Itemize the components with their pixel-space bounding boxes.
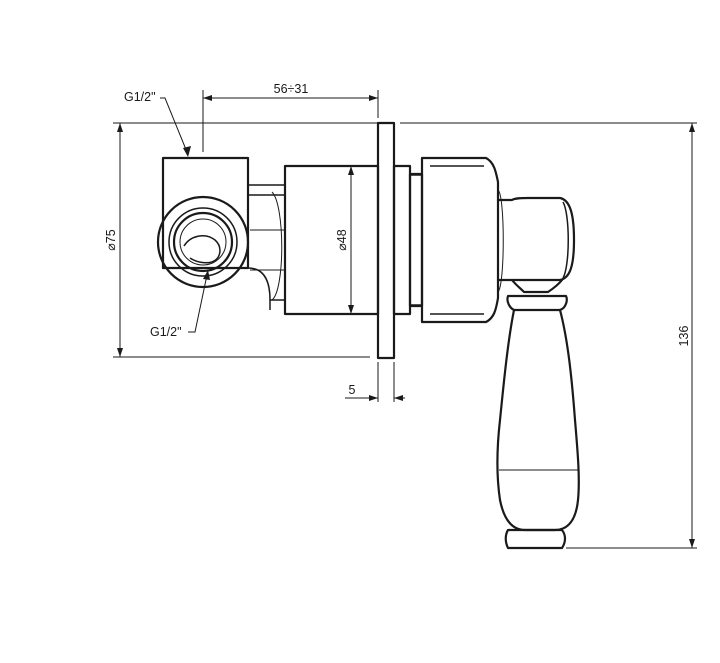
dimension-side-inlet: G1/2" — [150, 270, 210, 339]
bonnet-collar — [392, 156, 504, 324]
label-plate-thickness: 5 — [349, 383, 356, 397]
wall-plate — [376, 121, 396, 360]
dimension-body-diameter: ⌀75 — [104, 122, 378, 358]
lever-handle — [496, 196, 580, 550]
label-top-inlet: G1/2" — [124, 90, 156, 104]
label-body-diameter: ⌀75 — [104, 229, 118, 250]
label-sleeve-diameter: ⌀48 — [335, 229, 349, 250]
valve-body — [161, 156, 285, 310]
label-side-inlet: G1/2" — [150, 325, 182, 339]
dimension-plate-thickness: 5 — [345, 362, 405, 402]
side-inlet-connector — [156, 195, 250, 289]
dimension-depth: 56÷31 — [202, 82, 379, 152]
dimension-top-inlet: G1/2" — [124, 90, 191, 157]
label-depth-range: 56÷31 — [274, 82, 309, 96]
dimension-sleeve-diameter: ⌀48 — [335, 166, 354, 314]
dimension-overall-height: 136 — [400, 122, 697, 549]
label-overall-height: 136 — [677, 326, 691, 347]
sleeve-cylinder — [283, 164, 380, 316]
